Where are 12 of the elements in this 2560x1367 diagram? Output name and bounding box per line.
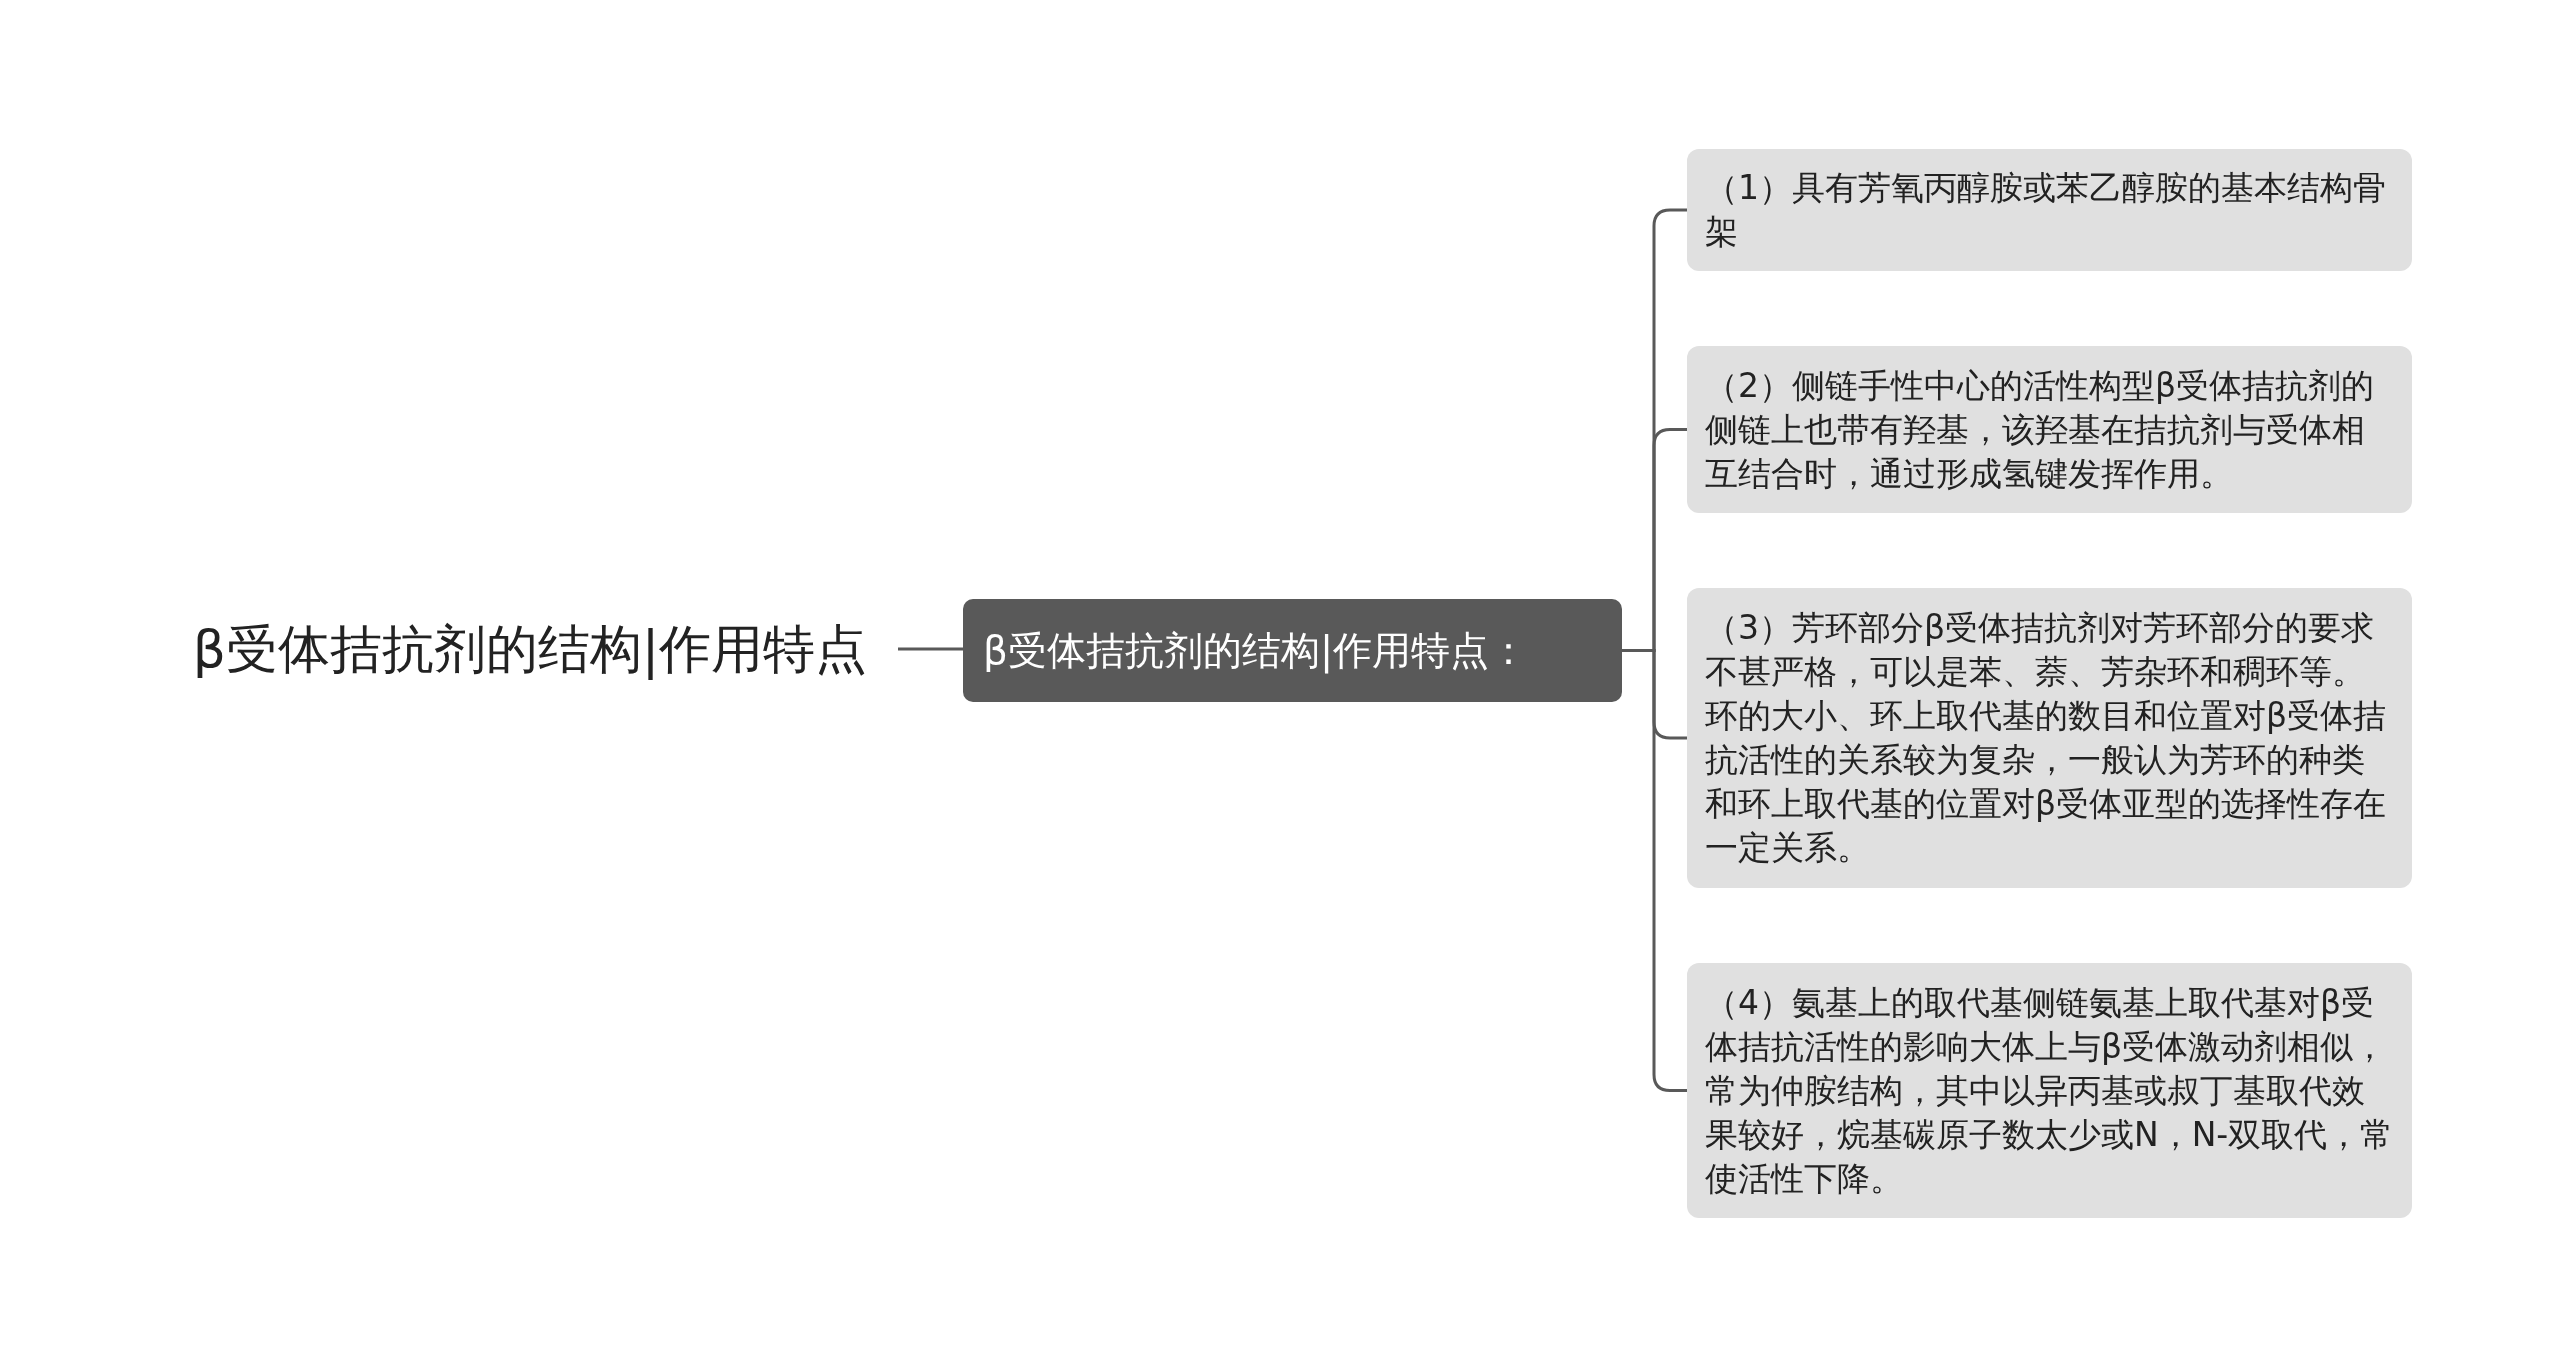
subtopic-box [1687,149,2412,271]
root-topic-text: β受体拮抗剂的结构|作用特点 [192,618,868,682]
topic-text: （3）芳环部分β受体拮抗剂对芳环部分的要求不甚严格，可以是苯、萘、芳杂环和稠环等。环的大小、环上取代基的数目和位置对β受体拮抗活性的关系较为复杂，一般认为芳环的种类和环上取代基的位置对β受体亚型的选择性存在一定关系。 [1705,607,2388,869]
subtopic-box [1687,588,2412,888]
subtopic-box [1687,963,2412,1218]
connector-line [898,647,963,651]
topic-text: （2）侧链手性中心的活性构型β受体拮抗剂的侧链上也带有羟基，该羟基在拮抗剂与受体相互结合时，通过形成氢键发挥作用。 [1705,364,2376,495]
topic-text: （1）具有芳氧丙醇胺或苯乙醇胺的基本结构骨架 [1705,167,2387,253]
subtopic-box [1687,346,2412,513]
topic-text: β受体拮抗剂的结构|作用特点： [983,626,1530,676]
main-topic-box [963,599,1622,702]
topic-text: （4）氨基上的取代基侧链氨基上取代基对β受体拮抗活性的影响大体上与β受体激动剂相似，常为仲胺结构，其中以异丙基或叔丁基取代效果较好，烷基碳原子数太少或N，N-双取代，常使活性下降。 [1705,981,2394,1200]
